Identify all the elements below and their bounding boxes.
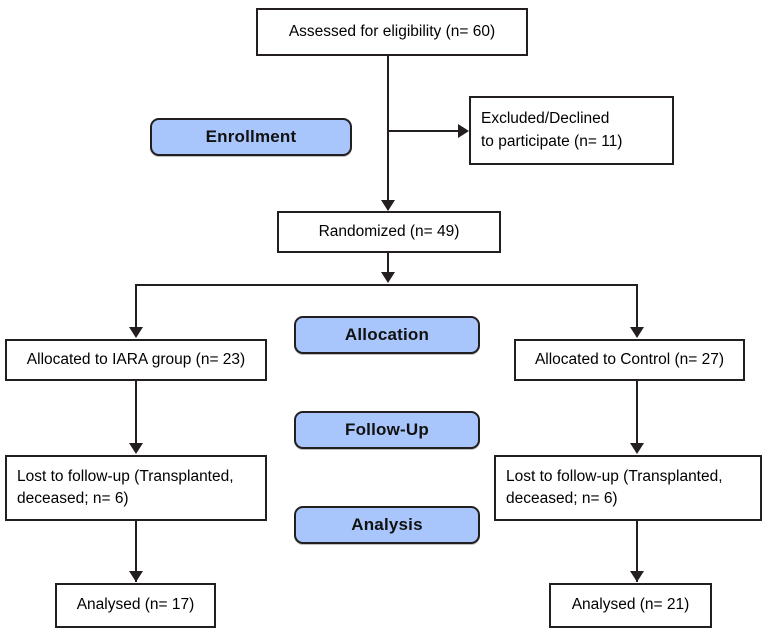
connector-lost-control-to-analysed: [636, 521, 638, 582]
arrowhead-randomized-split: [381, 272, 395, 283]
stage-label-analysis: Analysis: [294, 506, 480, 544]
node-assessed-for-eligibility: Assessed for eligibility (n= 60): [256, 8, 528, 56]
connector-bus-to-control: [636, 284, 638, 328]
arrowhead-to-allocated-control: [630, 327, 644, 338]
stage-enrollment-text: Enrollment: [205, 127, 297, 146]
connector-split-bus: [135, 284, 638, 286]
arrowhead-to-analysed-iara: [129, 571, 143, 582]
arrowhead-to-allocated-iara: [129, 327, 143, 338]
node-excluded-declined: Excluded/Declined to participate (n= 11): [469, 96, 674, 165]
arrowhead-to-analysed-control: [630, 571, 644, 582]
node-lost-control-label: Lost to follow-up (Transplanted, decease…: [506, 467, 723, 507]
node-analysed-iara: Analysed (n= 17): [55, 583, 216, 628]
node-analysed-control-label: Analysed (n= 21): [571, 596, 690, 614]
arrowhead-to-randomized: [381, 200, 395, 211]
connector-bus-to-iara: [135, 284, 137, 328]
node-lost-iara-label: Lost to follow-up (Transplanted, decease…: [17, 467, 234, 507]
node-lost-to-followup-iara: Lost to follow-up (Transplanted, decease…: [5, 455, 267, 521]
stage-label-allocation: Allocation: [294, 316, 480, 354]
stage-label-enrollment: Enrollment: [150, 118, 352, 156]
connector-trunk-to-excluded: [387, 130, 461, 132]
stage-analysis-text: Analysis: [351, 515, 423, 534]
node-allocated-control: Allocated to Control (n= 27): [514, 339, 745, 381]
node-analysed-control: Analysed (n= 21): [549, 583, 712, 628]
node-randomized: Randomized (n= 49): [277, 211, 501, 253]
connector-control-alloc-to-lost: [636, 381, 638, 444]
arrowhead-to-lost-control: [630, 443, 644, 454]
node-assessed-label: Assessed for eligibility (n= 60): [288, 22, 496, 40]
node-excluded-label: Excluded/Declined to participate (n= 11): [481, 110, 623, 150]
stage-label-follow-up: Follow-Up: [294, 411, 480, 449]
connector-assessed-to-randomized: [387, 56, 389, 210]
stage-follow-up-text: Follow-Up: [345, 420, 429, 439]
node-allocated-iara-label: Allocated to IARA group (n= 23): [26, 350, 246, 368]
node-analysed-iara-label: Analysed (n= 17): [76, 596, 195, 614]
arrowhead-to-lost-iara: [129, 443, 143, 454]
connector-lost-iara-to-analysed: [135, 521, 137, 582]
arrowhead-to-excluded: [458, 124, 469, 138]
connector-iara-alloc-to-lost: [135, 381, 137, 444]
node-lost-to-followup-control: Lost to follow-up (Transplanted, decease…: [494, 455, 762, 521]
connector-randomized-stem: [387, 253, 389, 273]
node-allocated-iara: Allocated to IARA group (n= 23): [5, 339, 267, 381]
node-allocated-control-label: Allocated to Control (n= 27): [534, 350, 725, 368]
node-randomized-label: Randomized (n= 49): [318, 222, 460, 240]
stage-allocation-text: Allocation: [344, 325, 430, 344]
